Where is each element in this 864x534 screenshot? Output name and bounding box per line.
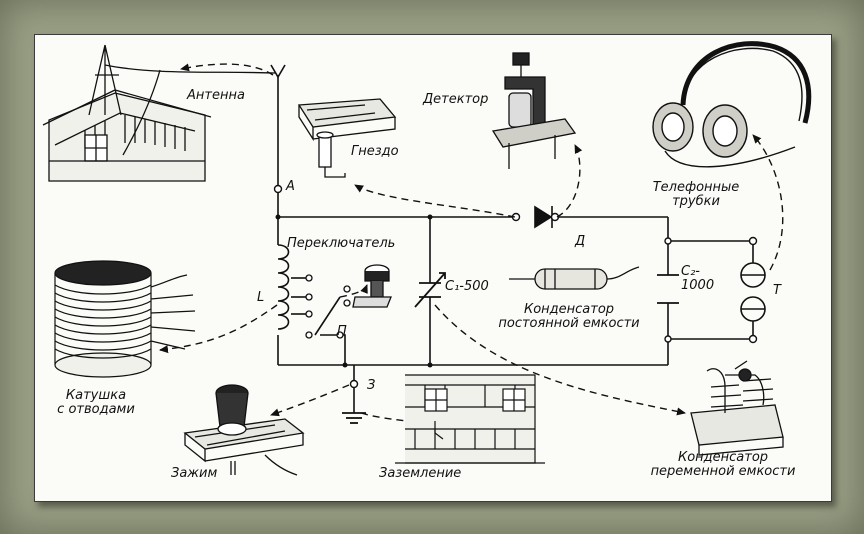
label-coil-line2: с отводами: [57, 402, 135, 417]
label-phones: Телефонные трубки: [641, 181, 751, 209]
switch-knob-icon: [343, 264, 392, 308]
label-node-z: З: [367, 378, 376, 393]
label-coil-l: L: [257, 290, 265, 305]
label-c2-line2: 1000: [681, 278, 715, 293]
label-switch-p: П: [337, 324, 347, 339]
c1-symbol: [414, 272, 446, 308]
label-fixed-cap: Конденсатор постоянной емкости: [489, 303, 649, 331]
label-socket: Гнездо: [351, 144, 399, 159]
label-var-cap-line2: переменной емкости: [650, 464, 796, 479]
dashed-pointers: [159, 63, 784, 427]
diode-symbol: [534, 205, 553, 229]
label-phones-t: Т: [773, 283, 781, 298]
ground-symbol: [342, 412, 366, 424]
grounded-house-icon: [395, 374, 545, 464]
terminal-clamp-icon: [183, 384, 305, 476]
label-coil: Катушка с отводами: [41, 389, 151, 417]
node-terminals: [273, 184, 758, 389]
label-c2: C₂- 1000: [681, 265, 725, 293]
label-var-cap-line1: Конденсатор: [677, 450, 769, 465]
crystal-detector-icon: [491, 52, 577, 169]
variable-capacitor-icon: [690, 360, 784, 456]
circuit-drawing: [42, 41, 812, 476]
label-coil-line1: Катушка: [65, 388, 127, 403]
tapped-coil-icon: [54, 260, 196, 378]
phones-symbol: [740, 262, 766, 322]
coil-symbol: [277, 244, 290, 330]
label-switch: Переключатель: [287, 236, 396, 251]
label-diode-d: Д: [575, 234, 586, 249]
label-antenna: Антенна: [187, 88, 245, 103]
headphones-icon: [652, 41, 812, 168]
junction-dots: [275, 214, 433, 368]
label-ground: Заземление: [379, 466, 462, 481]
c2-symbol: [657, 274, 679, 304]
label-phones-line2: трубки: [672, 194, 720, 209]
label-node-a: А: [286, 179, 295, 194]
switch-contacts: [305, 274, 344, 339]
diagram-sheet: Антенна Детектор Гнездо Телефонные трубк…: [34, 34, 832, 502]
label-c1: C₁-500: [445, 279, 489, 294]
fixed-capacitor-icon: [509, 266, 640, 290]
label-c2-line1: C₂-: [681, 264, 700, 279]
label-fixed-cap-line2: постоянной емкости: [498, 316, 640, 331]
label-detector: Детектор: [423, 92, 489, 107]
label-phones-line1: Телефонные: [652, 180, 740, 195]
label-var-cap: Конденсатор переменной емкости: [635, 451, 811, 479]
house-with-antenna-icon: [42, 44, 276, 182]
socket-icon: [297, 98, 397, 178]
label-clamp: Зажим: [171, 466, 218, 481]
label-fixed-cap-line1: Конденсатор: [523, 302, 615, 317]
